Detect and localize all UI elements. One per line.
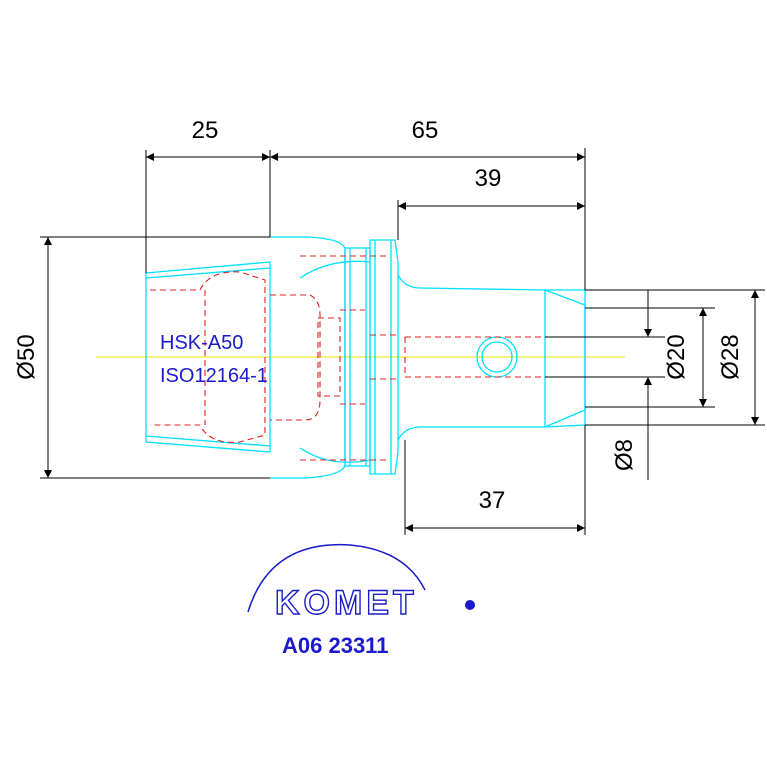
tool-outline	[145, 236, 586, 479]
dim-39: 39	[475, 165, 502, 192]
dim-65: 65	[412, 117, 439, 144]
dim-25: 25	[192, 117, 219, 144]
logo-arc	[247, 543, 426, 613]
part-number: A06 23311	[282, 633, 388, 658]
registered-mark-icon	[465, 600, 475, 610]
hidden-lines	[150, 255, 545, 461]
dim-dia20: Ø20	[663, 334, 690, 379]
spec-label-iso: ISO12164-1	[160, 365, 268, 387]
dimension-lines	[40, 148, 765, 535]
dim-37: 37	[479, 487, 506, 514]
logo-text: KOMET	[275, 584, 418, 622]
spec-label-hsk: HSK-A50	[160, 332, 243, 354]
dim-dia8: Ø8	[611, 439, 638, 471]
dim-dia50: Ø50	[13, 334, 40, 379]
komet-logo: KOMET	[247, 543, 475, 623]
dim-dia28: Ø28	[717, 334, 744, 379]
